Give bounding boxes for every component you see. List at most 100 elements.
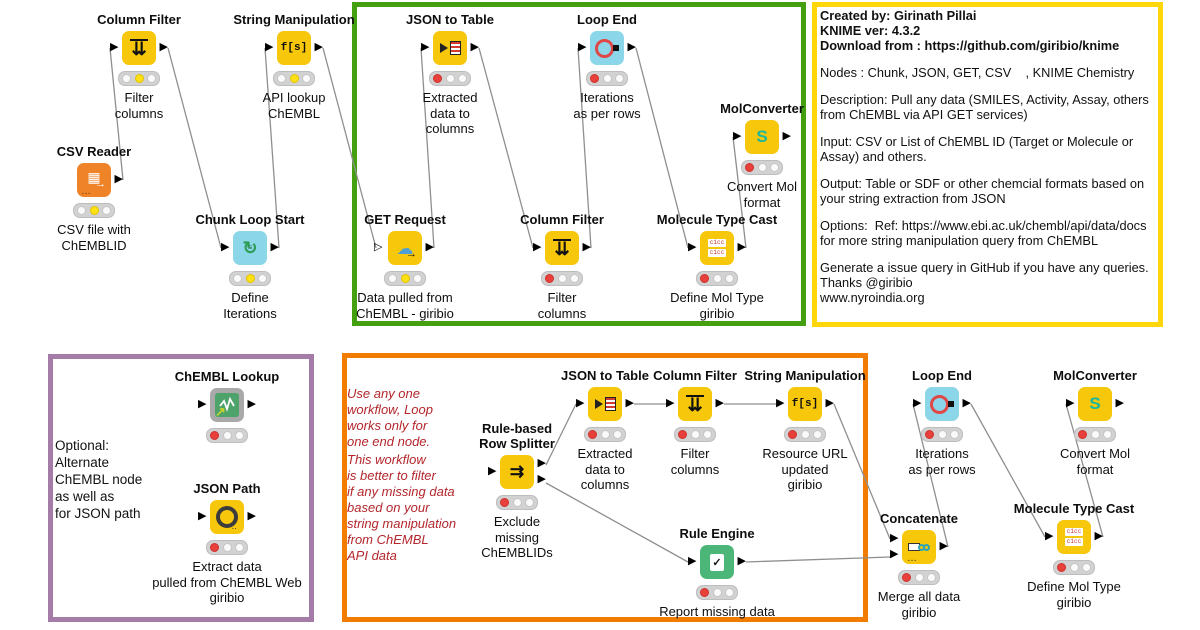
- node-label: Extract data pulled from ChEMBL Web giri…: [152, 559, 302, 605]
- output-port-match[interactable]: ▶: [537, 457, 546, 469]
- input-port[interactable]: ▶: [666, 397, 675, 409]
- input-port[interactable]: ▶: [421, 41, 430, 53]
- flow-variable-input-port[interactable]: ▷: [374, 241, 383, 253]
- column-filter-3-body[interactable]: ▶ ⇊ ▶: [666, 387, 724, 421]
- annotation-box-orange[interactable]: [342, 353, 868, 622]
- output-port[interactable]: ▶: [470, 41, 479, 53]
- input-port[interactable]: ▶: [221, 241, 230, 253]
- json-to-table-2-body[interactable]: ▶ ▶: [576, 387, 634, 421]
- output-port[interactable]: ▶: [582, 241, 591, 253]
- input-port-2[interactable]: ▶: [890, 548, 899, 560]
- annotation-box-green[interactable]: [352, 2, 806, 326]
- traffic-light: [741, 160, 783, 175]
- input-port[interactable]: ▶: [533, 241, 542, 253]
- output-port[interactable]: ▶: [114, 173, 123, 185]
- traffic-light: [898, 570, 940, 585]
- node-title: String Manipulation: [744, 368, 866, 383]
- annotation-box-yellow[interactable]: [812, 2, 1163, 327]
- input-port[interactable]: ▶: [488, 465, 497, 477]
- arrow-icon: →: [406, 248, 417, 260]
- output-port[interactable]: ▶: [715, 397, 724, 409]
- output-port[interactable]: ▶: [159, 41, 168, 53]
- json-path-body[interactable]: ▶ ‥ ▶: [198, 500, 256, 534]
- concatenate-body[interactable]: ▶ ▶ … ▶: [890, 530, 948, 564]
- node-title: Rule Engine: [679, 526, 755, 541]
- input-port[interactable]: ▶: [576, 397, 585, 409]
- input-port[interactable]: ▶: [198, 398, 207, 410]
- table-icon: [604, 397, 616, 411]
- molconverter-2-body[interactable]: ▶ S ▶: [1066, 387, 1124, 421]
- output-port[interactable]: ▶: [314, 41, 323, 53]
- input-port[interactable]: ▶: [1045, 530, 1054, 542]
- node-chunk-loop-start: Chunk Loop Start ▶ ↻≡ ▶ Define Iteration…: [180, 212, 320, 321]
- input-port[interactable]: ▶: [110, 41, 119, 53]
- csv-reader-body[interactable]: ▦ → … ▶: [77, 163, 123, 197]
- output-port[interactable]: ▶: [247, 510, 256, 522]
- traffic-light: [118, 71, 160, 86]
- output-port-nomatch[interactable]: ▶: [537, 473, 546, 485]
- output-port[interactable]: ▶: [1115, 397, 1124, 409]
- info-description: Description: Pull any data (SMILES, Acti…: [820, 92, 1153, 122]
- input-port[interactable]: ▶: [733, 130, 742, 142]
- input-port[interactable]: ▶: [1066, 397, 1075, 409]
- cloud-icon: ☁: [396, 238, 414, 258]
- input-port[interactable]: ▶: [776, 397, 785, 409]
- node-label: Filter columns: [114, 90, 164, 121]
- node-label: Convert Mol format: [1059, 446, 1131, 477]
- node-title: JSON to Table: [561, 368, 649, 383]
- node-rule-based-row-splitter: Rule-based Row Splitter ▶ ⇉ ▶ ▶ Exclude …: [447, 421, 587, 561]
- rule-engine-body[interactable]: ▶ ✓ ▶: [688, 545, 746, 579]
- chembl-lookup-body[interactable]: ▶ ↗ ▶: [198, 388, 256, 422]
- traffic-light: [1053, 560, 1095, 575]
- json-path-icon: [216, 506, 238, 528]
- loop-end-2-body[interactable]: ▶ ▶: [913, 387, 971, 421]
- node-title: Chunk Loop Start: [195, 212, 305, 227]
- input-port[interactable]: ▶: [688, 555, 697, 567]
- column-filter-1-body[interactable]: ▶ ⇊ ▶: [110, 31, 168, 65]
- input-port[interactable]: ▶: [688, 241, 697, 253]
- node-label: API lookup ChEMBL: [262, 90, 326, 121]
- output-port[interactable]: ▶: [939, 540, 948, 552]
- node-label: Exclude missing ChEMBLIDs: [481, 514, 553, 560]
- input-port[interactable]: ▶: [265, 41, 274, 53]
- rule-based-row-splitter-body[interactable]: ▶ ⇉ ▶ ▶: [488, 455, 546, 489]
- input-port[interactable]: ▶: [578, 41, 587, 53]
- node-title: Concatenate: [879, 511, 959, 526]
- output-port[interactable]: ▶: [247, 398, 256, 410]
- table-icon: ▦: [87, 169, 101, 185]
- string-manipulation-2-body[interactable]: ▶ f[s] ▶: [776, 387, 834, 421]
- traffic-light: [1074, 427, 1116, 442]
- output-port[interactable]: ▶: [737, 555, 746, 567]
- output-port[interactable]: ▶: [1094, 530, 1103, 542]
- column-filter-2-body[interactable]: ▶ ⇊ ▶: [533, 231, 591, 265]
- output-port[interactable]: ▶: [270, 241, 279, 253]
- get-request-body[interactable]: ▷ ☁ → ▶: [374, 231, 434, 265]
- traffic-light: [206, 428, 248, 443]
- node-label: Iterations as per rows: [908, 446, 976, 477]
- node-title: MolConverter: [720, 101, 804, 116]
- red-note-1: Use any one workflow, Loop works only fo…: [347, 386, 433, 449]
- node-title: Loop End: [912, 368, 972, 383]
- json-to-table-1-body[interactable]: ▶ ▶: [421, 31, 479, 65]
- output-port[interactable]: ▶: [737, 241, 746, 253]
- output-port[interactable]: ▶: [782, 130, 791, 142]
- annotation-box-purple[interactable]: [48, 354, 314, 622]
- node-label: Define Mol Type giribio: [1027, 579, 1121, 610]
- input-port[interactable]: ▶: [913, 397, 922, 409]
- molconverter-1-body[interactable]: ▶ S ▶: [733, 120, 791, 154]
- chunk-loop-start-body[interactable]: ▶ ↻≡ ▶: [221, 231, 279, 265]
- output-port[interactable]: ▶: [825, 397, 834, 409]
- input-port[interactable]: ▶: [198, 510, 207, 522]
- output-port[interactable]: ▶: [425, 241, 434, 253]
- node-label: Data pulled from ChEMBL - giribio: [356, 290, 454, 321]
- input-port-1[interactable]: ▶: [890, 532, 899, 544]
- loop-end-1-body[interactable]: ▶ ▶: [578, 31, 636, 65]
- output-port[interactable]: ▶: [962, 397, 971, 409]
- output-port[interactable]: ▶: [627, 41, 636, 53]
- string-manipulation-1-body[interactable]: ▶ f[s] ▶: [265, 31, 323, 65]
- node-chembl-lookup: ChEMBL Lookup ▶ ↗ ▶: [157, 369, 297, 447]
- node-title: Rule-based Row Splitter: [479, 421, 555, 451]
- output-port[interactable]: ▶: [625, 397, 634, 409]
